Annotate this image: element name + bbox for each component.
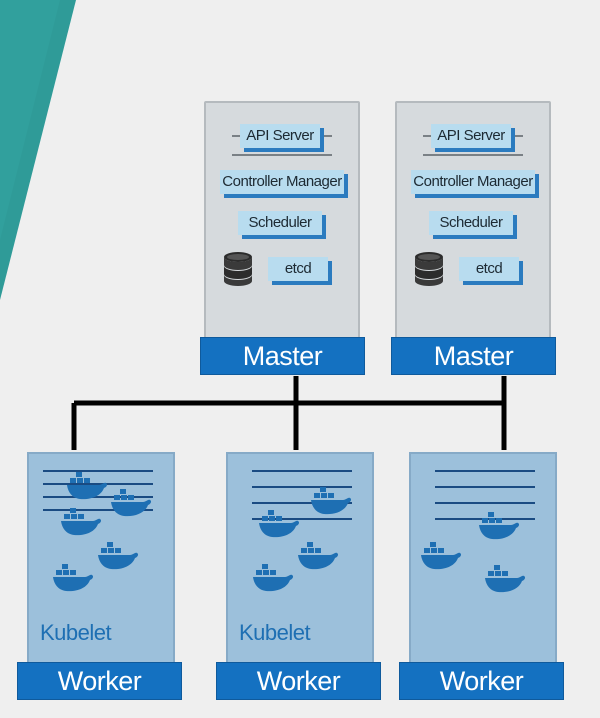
container-line (252, 486, 352, 488)
database-icon (415, 252, 443, 286)
master-label-1: Master (200, 337, 365, 375)
master-label-2: Master (391, 337, 556, 375)
container-line (435, 470, 535, 472)
kubelet-label: Kubelet (40, 620, 112, 645)
docker-whale-icon (298, 542, 339, 570)
docker-whale-icon (111, 489, 152, 517)
etcd: etcd (459, 257, 519, 281)
scheduler: Scheduler (238, 211, 322, 235)
container-line (252, 470, 352, 472)
container-line (43, 509, 153, 511)
docker-whale-icon (67, 472, 108, 500)
docker-whale-icon (311, 487, 352, 515)
container-line (435, 502, 535, 504)
docker-whale-icon (259, 510, 300, 538)
worker-label-3: Worker (399, 662, 564, 700)
worker-label-2: Worker (216, 662, 381, 700)
docker-whale-icon (253, 564, 294, 592)
worker-label-1: Worker (17, 662, 182, 700)
container-line (43, 483, 153, 485)
container-line (43, 496, 153, 498)
api-server-underline (423, 154, 523, 156)
docker-whale-icon (421, 542, 462, 570)
etcd: etcd (268, 257, 328, 281)
docker-whale-icon (98, 542, 139, 570)
docker-whale-icon (61, 508, 102, 536)
controller-manager: Controller Manager (220, 170, 344, 194)
container-line (435, 486, 535, 488)
container-line (252, 502, 352, 504)
controller-manager: Controller Manager (411, 170, 535, 194)
container-line (43, 470, 153, 472)
api-server-underline (232, 154, 332, 156)
docker-whale-icon (485, 565, 526, 593)
container-line (252, 518, 352, 520)
scheduler: Scheduler (429, 211, 513, 235)
api-server: API Server (431, 124, 511, 148)
kubelet-label: Kubelet (239, 620, 311, 645)
api-server: API Server (240, 124, 320, 148)
database-icon (224, 252, 252, 286)
docker-whale-icon (53, 564, 94, 592)
docker-whale-icon (479, 512, 520, 540)
